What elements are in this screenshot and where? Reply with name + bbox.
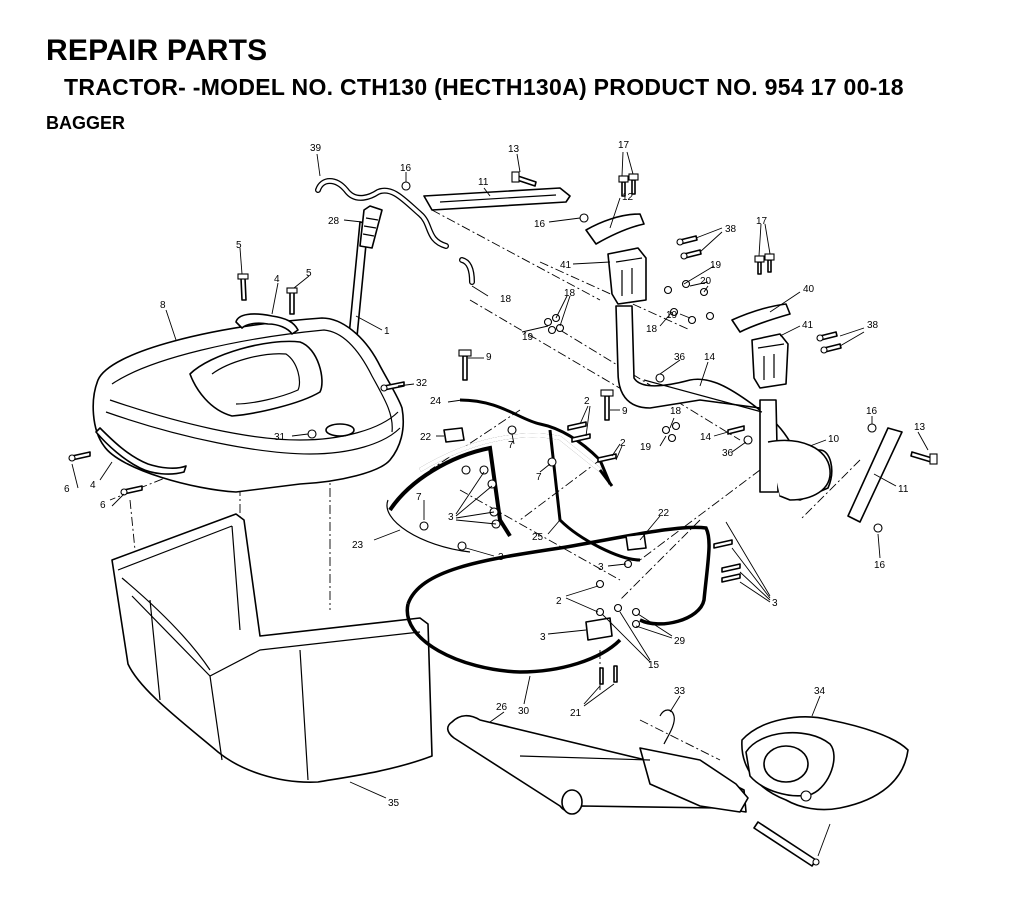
callout-1: 1 [384, 326, 390, 337]
part-35-pin [753, 821, 820, 867]
callout-33: 34 [814, 686, 826, 697]
part-34-chute-tube [446, 714, 749, 815]
callout-5: 5 [306, 268, 312, 279]
leader-lines [71, 151, 929, 857]
part-23-frame [386, 433, 602, 553]
callout-18: 18 [670, 406, 682, 417]
part-11-strap-top [423, 187, 571, 211]
section-heading: BAGGER [46, 113, 126, 133]
callout-16: 16 [866, 406, 878, 417]
callout-9: 9 [486, 352, 492, 363]
callout-labels: 39 16 11 13 17 12 16 28 38 17 5 41 18 4 … [64, 140, 926, 809]
callout-9: 9 [622, 406, 628, 417]
callout-3: 2 [556, 596, 562, 607]
callout-10: 10 [828, 434, 840, 445]
callout-22: 22 [658, 508, 670, 519]
callout-3: 29 [674, 636, 686, 647]
callout-36: 36 [674, 352, 686, 363]
callout-17: 17 [618, 140, 630, 151]
part-12-latch [585, 213, 645, 245]
callout-41: 41 [560, 260, 572, 271]
part-8-cover [92, 317, 405, 493]
callout-31: 31 [274, 432, 286, 443]
callout-3: 15 [648, 660, 660, 671]
callout-4: 4 [274, 274, 280, 285]
callout-19: 19 [522, 332, 534, 343]
part-4-handle-side [95, 427, 187, 475]
part-22-bracket-b [625, 533, 647, 551]
part-26-frame [405, 525, 711, 674]
callout-40: 18 [500, 294, 512, 305]
part-4-handle-top [235, 313, 299, 335]
part-10-frame [615, 305, 833, 501]
part-22-bracket-a [443, 427, 465, 443]
callout-19: 19 [640, 442, 652, 453]
callout-11: 11 [478, 177, 489, 188]
callout-19: 20 [700, 276, 712, 287]
callout-23: 23 [352, 540, 364, 551]
callout-19: 19 [666, 310, 678, 321]
callout-6: 6 [100, 500, 106, 511]
callout-16: 16 [534, 219, 546, 230]
callout-21: 35 [388, 798, 400, 809]
callout-7: 3 [498, 552, 504, 563]
callout-22: 22 [420, 432, 432, 443]
part-24-rod [459, 398, 612, 485]
model-subtitle: TRACTOR- -MODEL NO. CTH130 (HECTH130A) P… [64, 74, 904, 100]
part-21-bag [111, 513, 433, 783]
callout-2: 3 [772, 598, 778, 609]
callout-4: 4 [90, 480, 96, 491]
part-15-clip [659, 709, 675, 745]
part-29-plate [585, 617, 613, 641]
callout-13: 13 [914, 422, 926, 433]
callout-15: 33 [674, 686, 686, 697]
callout-36: 36 [722, 448, 734, 459]
part-41-bracket-b [751, 333, 789, 389]
callout-8: 8 [160, 300, 166, 311]
callout-29: 3 [540, 632, 546, 643]
callout-12: 12 [622, 192, 634, 203]
callout-16: 16 [400, 163, 412, 174]
part-41-bracket-a [607, 247, 647, 305]
callout-30: 21 [570, 708, 582, 719]
callout-26: 30 [518, 706, 530, 717]
callout-39: 39 [310, 143, 322, 154]
callout-11: 11 [898, 484, 909, 495]
part-20-latch [731, 303, 791, 333]
callout-3: 3 [448, 512, 454, 523]
callout-6: 6 [64, 484, 70, 495]
callout-18: 19 [710, 260, 722, 271]
callout-18: 18 [564, 288, 576, 299]
hardware [68, 171, 938, 685]
callout-24: 24 [430, 396, 442, 407]
callout-7: 7 [536, 472, 542, 483]
part-39-rod [315, 178, 475, 285]
callout-5: 5 [236, 240, 242, 251]
callout-38: 38 [867, 320, 879, 331]
callout-25: 25 [532, 532, 544, 543]
callout-18: 18 [646, 324, 658, 335]
callout-2: 2 [584, 396, 590, 407]
callout-7: 7 [416, 492, 422, 503]
callout-14: 14 [704, 352, 716, 363]
callout-28: 28 [328, 216, 340, 227]
callout-32: 32 [416, 378, 428, 389]
page-title: REPAIR PARTS [46, 34, 268, 67]
part-33-chute-adapter [741, 716, 909, 811]
callout-34: 26 [496, 702, 508, 713]
callout-17: 17 [756, 216, 768, 227]
callout-7: 7 [508, 440, 514, 451]
callout-41: 41 [802, 320, 814, 331]
callout-16: 16 [874, 560, 886, 571]
callout-38: 38 [725, 224, 737, 235]
callout-20: 40 [803, 284, 815, 295]
callout-14: 14 [700, 432, 712, 443]
callout-2: 2 [620, 438, 626, 449]
callout-3: 3 [598, 562, 604, 573]
callout-13: 13 [508, 144, 520, 155]
